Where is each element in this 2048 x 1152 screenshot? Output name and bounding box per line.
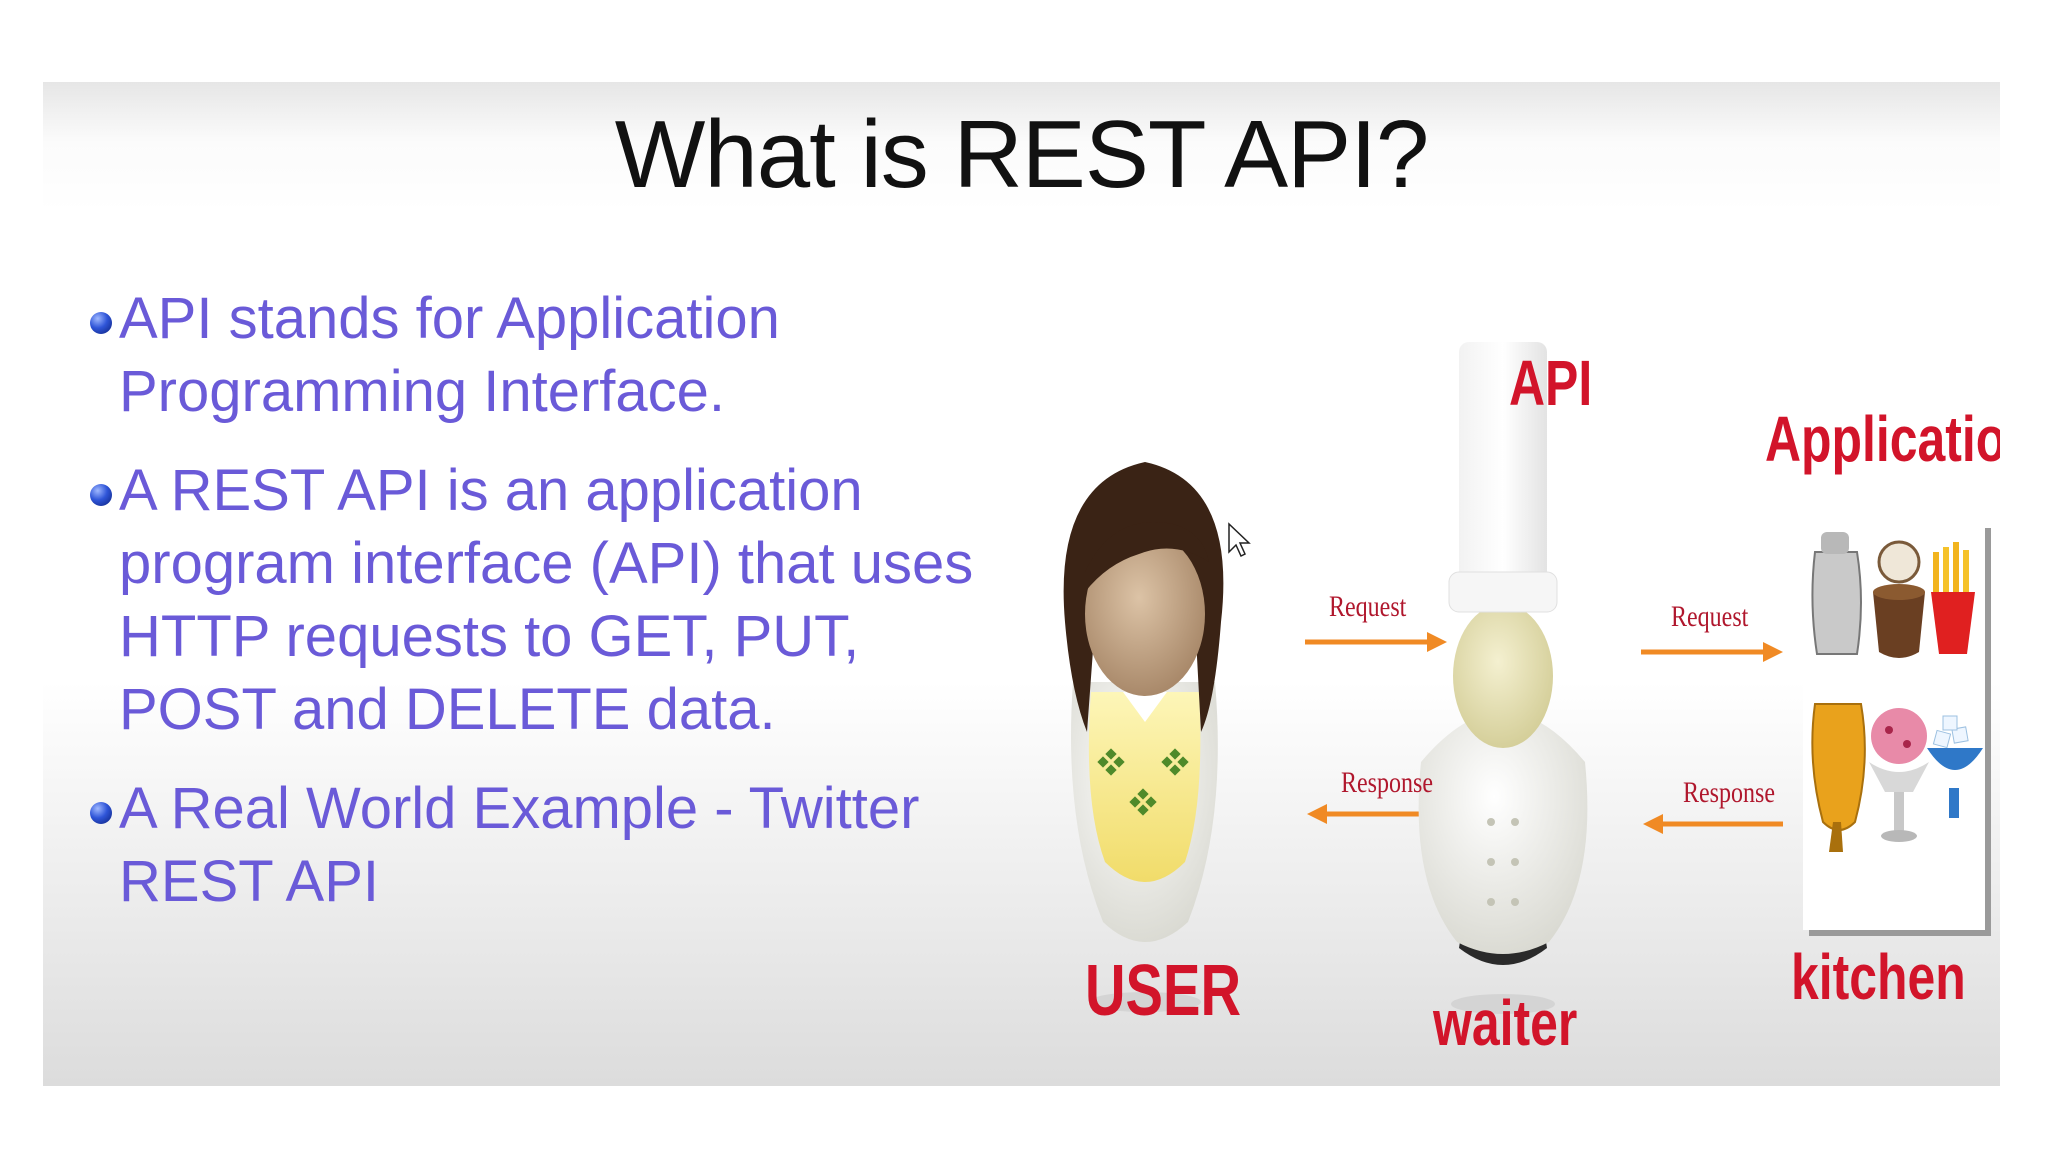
user-label: USER — [1085, 951, 1242, 1031]
honey-jar-icon — [1811, 703, 1866, 831]
slide-title: What is REST API? — [614, 101, 1430, 208]
arrow-right-icon — [1305, 632, 1447, 652]
waiter-figure — [1418, 342, 1588, 1014]
diagram-graphics — [1063, 342, 1991, 1014]
user-fringe — [1085, 522, 1209, 592]
bullet-item-example: A Real World Example - Twitter REST API — [65, 772, 1025, 918]
response-label-user-waiter: Response — [1341, 766, 1433, 799]
user-vest-pattern — [1097, 748, 1189, 816]
coffee-clock-icon — [1877, 540, 1921, 584]
bullet-item-api-definition: API stands for Application Programming I… — [65, 282, 1025, 428]
mouse-cursor-icon — [1228, 522, 1251, 558]
user-vest — [1088, 692, 1201, 882]
request-label-user-waiter: Request — [1329, 590, 1407, 623]
bullet-text: A REST API is an application program int… — [119, 458, 974, 742]
bullet-item-rest-definition: A REST API is an application program int… — [65, 454, 1025, 746]
kitchen-food-image — [1803, 522, 1991, 936]
ice-cream-icon — [1871, 708, 1927, 764]
waiter-hat-band — [1448, 571, 1558, 613]
kettle-icon — [1811, 551, 1862, 655]
waiter-coat — [1418, 712, 1588, 954]
rest-api-diagram: API Application Request Response Request… — [1043, 262, 2000, 1086]
application-label: Application — [1765, 403, 2000, 475]
response-label-waiter-kitchen: Response — [1683, 776, 1775, 809]
user-face — [1085, 532, 1205, 696]
arrow-left-icon — [1643, 814, 1783, 834]
bullet-list: API stands for Application Programming I… — [65, 282, 1025, 944]
bullet-text: API stands for Application Programming I… — [119, 286, 780, 424]
kitchen-label: kitchen — [1791, 941, 1966, 1013]
user-collar — [1123, 692, 1167, 722]
waiter-hat — [1459, 342, 1547, 592]
bullet-dot-icon — [90, 484, 112, 506]
user-figure — [1063, 462, 1224, 1012]
api-label: API — [1509, 347, 1593, 419]
coffee-cup-icon — [1873, 592, 1925, 658]
waiter-buttons — [1487, 818, 1519, 906]
bullet-dot-icon — [90, 802, 112, 824]
kettle-lid — [1821, 532, 1849, 554]
bullet-dot-icon — [90, 312, 112, 334]
arrow-right-icon — [1641, 642, 1783, 662]
slide: What is REST API? API stands for Applica… — [43, 82, 2000, 1086]
ice-bowl-icon — [1927, 715, 1983, 818]
request-label-waiter-kitchen: Request — [1671, 600, 1749, 633]
fries-icon — [1931, 542, 1975, 654]
waiter-face — [1453, 604, 1553, 748]
waiter-label: waiter — [1433, 987, 1578, 1059]
waiter-shadow — [1451, 994, 1555, 1014]
user-shadow — [1089, 992, 1201, 1012]
bullet-text: A Real World Example - Twitter REST API — [119, 776, 920, 914]
